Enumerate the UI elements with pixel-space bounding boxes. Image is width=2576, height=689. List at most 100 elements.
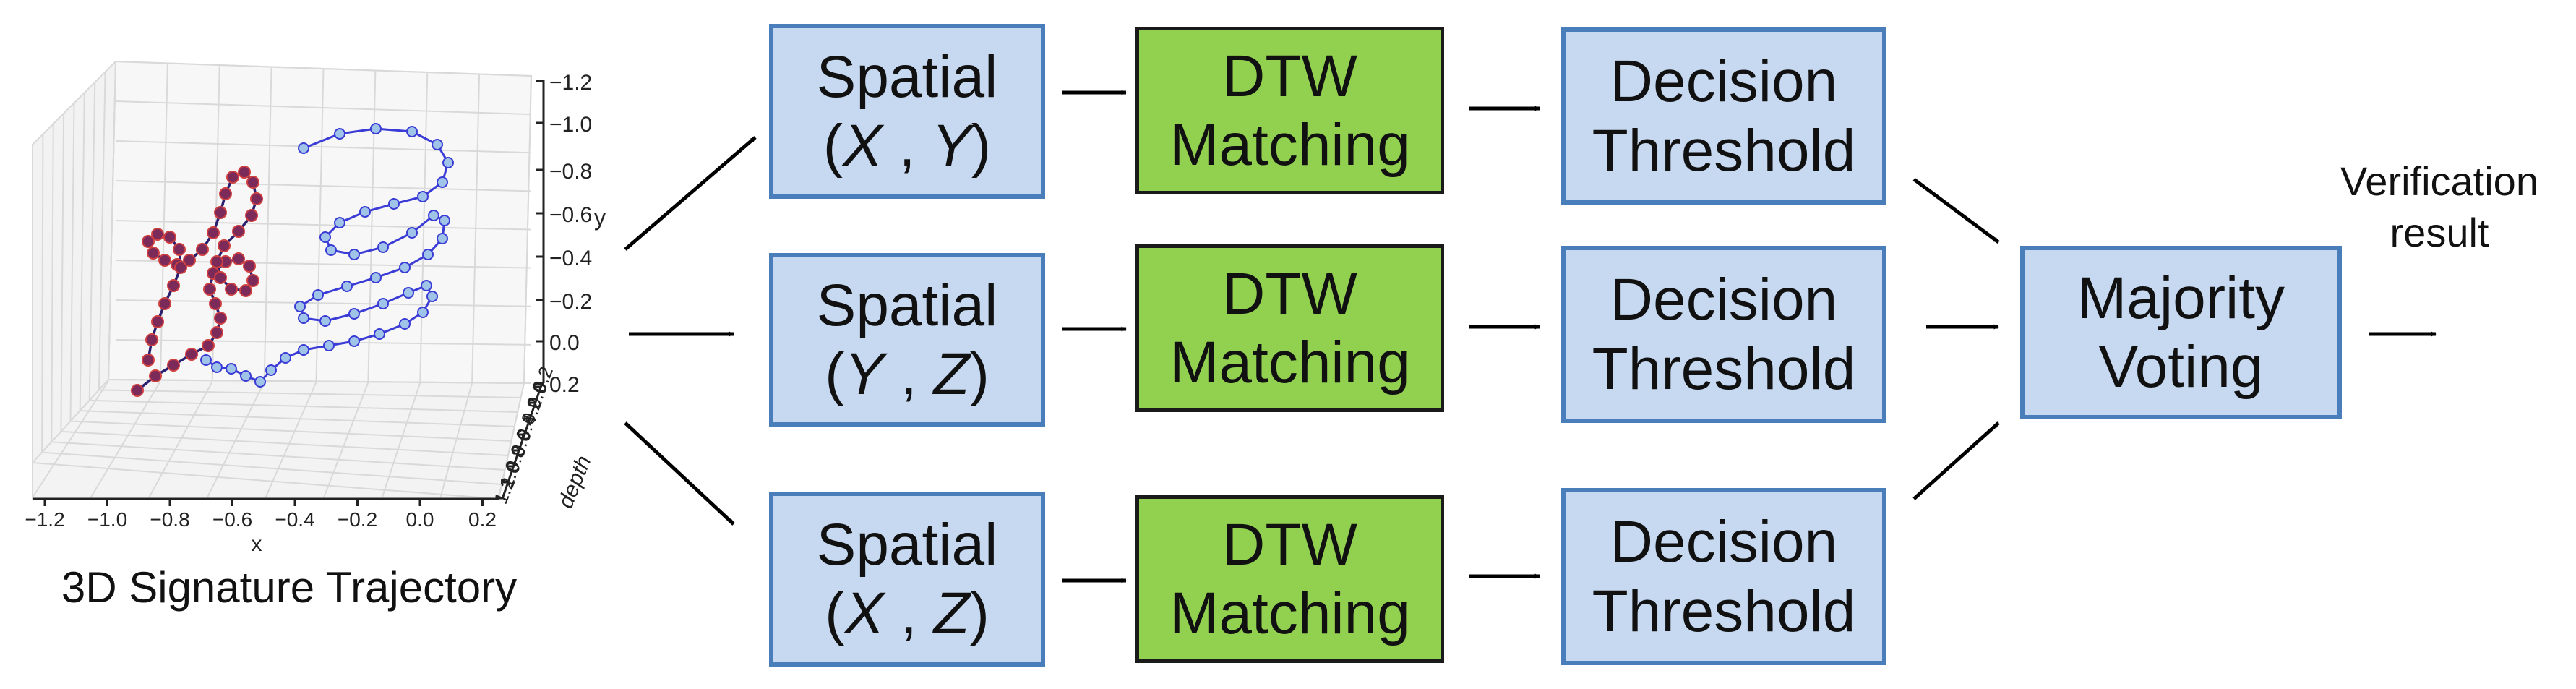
grid-line [367, 70, 377, 382]
decision-line2: Threshold [1592, 335, 1856, 402]
verification-result-label: Verification result [2302, 155, 2576, 258]
coord-a: Y [844, 341, 885, 407]
voting-line2: Voting [2098, 334, 2264, 400]
trajectory-point [298, 344, 309, 356]
trajectory-point [167, 279, 180, 292]
trajectory-point [219, 187, 232, 200]
grid-line [471, 74, 481, 383]
grid-line [61, 430, 509, 456]
trajectory-point [207, 226, 220, 239]
trajectory-point [214, 206, 227, 219]
flow-arrows [624, 90, 2437, 583]
trajectory-point [226, 171, 239, 184]
trajectory-point [142, 235, 155, 248]
x-tick-label: −1.2 [25, 508, 64, 531]
grid-line [41, 134, 44, 453]
dtw-line2: Matching [1169, 581, 1410, 646]
trajectory-point [203, 283, 216, 296]
trajectory-point [173, 243, 186, 256]
trajectory-point [246, 176, 259, 189]
trajectory-point [239, 284, 252, 297]
dtw-line1: DTW [1222, 511, 1357, 578]
trajectory-point [174, 261, 187, 274]
trajectory-point [280, 352, 291, 364]
trajectory-point [210, 326, 223, 339]
trajectory-point [426, 291, 438, 302]
signature-trajectory [131, 123, 454, 397]
trajectory-point [374, 328, 385, 340]
grid-line [115, 180, 532, 192]
trajectory-point [209, 297, 222, 310]
trajectory-point [163, 231, 176, 244]
trajectory-point [142, 354, 155, 367]
grid-line [79, 93, 85, 411]
trajectory-point [370, 272, 382, 283]
grid-line [90, 380, 161, 498]
decision-line2: Threshold [1592, 117, 1856, 184]
dtw-line2: Matching [1169, 112, 1410, 178]
trajectory-point [149, 369, 162, 382]
coord-b: Z [933, 341, 970, 407]
trajectory-point [341, 281, 353, 292]
trajectory-point [232, 252, 245, 265]
trajectory-point [422, 249, 434, 260]
grid-line [108, 379, 525, 384]
trajectory-point [312, 289, 324, 301]
plot-grid [32, 59, 533, 500]
decision-threshold-box-3: Decision Threshold [1561, 488, 1886, 665]
trajectory-point [183, 254, 196, 267]
trajectory-point [218, 239, 231, 252]
grid-line [498, 382, 525, 498]
trajectory-3d-plot: −1.2−1.0−0.8−0.6−0.4−0.20.00.2y0.20.00.2… [25, 59, 606, 556]
y-tick-label: −0.6 [549, 203, 592, 227]
trajectory-point [158, 297, 171, 310]
grid-line [206, 381, 265, 498]
coord-b: Y [932, 113, 971, 179]
flow-arrow [1912, 421, 2000, 500]
flow-arrow [1912, 177, 2000, 244]
spatial-yz-box: Spatial (Y , Z) [769, 253, 1045, 427]
grid-line [51, 441, 505, 471]
x-tick-label: −1.0 [87, 508, 127, 531]
spatial-label: Spatial [816, 43, 998, 110]
grid-line [32, 462, 499, 500]
depth-axis-line [501, 382, 544, 500]
x-tick-label: −0.8 [150, 508, 189, 531]
trajectory-point [417, 307, 429, 318]
grid-line [523, 75, 532, 384]
trajectory-point [185, 348, 198, 361]
y-axis-label: y [594, 205, 606, 231]
majority-voting-box: Majority Voting [2020, 246, 2342, 419]
spatial-label: Spatial [816, 272, 998, 338]
trajectory-point [399, 262, 411, 273]
trajectory-point [428, 210, 439, 221]
trajectory-point [246, 274, 259, 287]
coord-a: X [844, 581, 885, 646]
trajectory-point [250, 192, 263, 205]
dtw-line1: DTW [1222, 43, 1357, 109]
dtw-matching-box-3: DTW Matching [1135, 495, 1444, 663]
trajectory-point [432, 139, 443, 150]
trajectory-point [348, 249, 360, 260]
trajectory-point [210, 255, 223, 268]
grid-line [115, 100, 532, 116]
y-tick-label: 0.2 [549, 373, 580, 397]
plot-caption: 3D Signature Trajectory [61, 563, 518, 612]
coord-a: X [843, 113, 883, 179]
flow-arrow [624, 421, 735, 526]
trajectory-point [298, 142, 309, 154]
trajectory-point [334, 217, 345, 228]
trajectory-point [225, 283, 238, 296]
trajectory-point [421, 280, 432, 291]
grid-line [88, 82, 96, 401]
y-tick-label: −0.2 [549, 290, 592, 314]
trajectory-point [403, 287, 414, 299]
dtw-matching-box-1: DTW Matching [1135, 27, 1444, 194]
trajectory-point [323, 340, 335, 351]
trajectory-point [145, 333, 158, 346]
grid-line [115, 299, 532, 307]
trajectory-point [232, 225, 245, 238]
grid-line [80, 410, 515, 427]
